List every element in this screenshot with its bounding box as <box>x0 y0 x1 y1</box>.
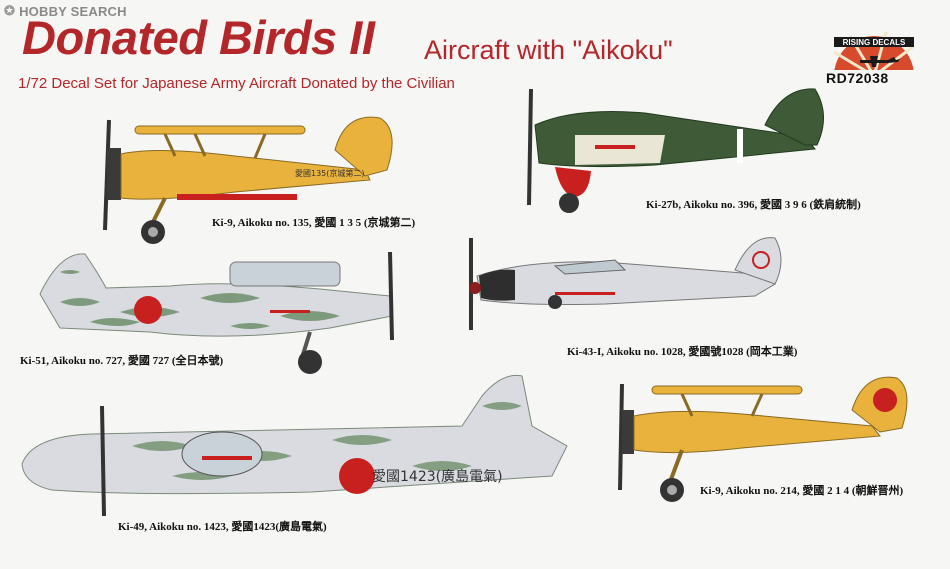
rising-decals-logo: RISING DECALS <box>833 32 915 70</box>
ki9-135-illustration: 愛國135(京城第二) <box>103 116 393 244</box>
ki51-727-illustration <box>39 251 394 374</box>
product-code: RD72038 <box>826 70 889 86</box>
fuselage-marking-1423: 愛國1423(廣島電氣) <box>372 468 503 485</box>
ki49-1423-illustration: 愛國1423(廣島電氣) <box>21 374 568 517</box>
fuselage-marking-135: 愛國135(京城第二) <box>295 168 365 178</box>
product-description: 1/72 Decal Set for Japanese Army Aircraf… <box>18 75 455 92</box>
page-subtitle: Aircraft with "Aikoku" <box>424 35 673 65</box>
ki9-214-illustration <box>618 376 908 502</box>
caption-ki9-214: Ki-9, Aikoku no. 214, 愛國 2 1 4 (朝鮮晋州) <box>700 485 904 497</box>
caption-ki51-727: Ki-51, Aikoku no. 727, 愛國 727 (全日本號) <box>20 355 224 367</box>
logo-text: RISING DECALS <box>843 38 906 47</box>
caption-ki9-135: Ki-9, Aikoku no. 135, 愛國 1 3 5 (京城第二) <box>212 217 416 229</box>
ki27b-396-illustration <box>527 88 824 213</box>
caption-ki43-1028: Ki-43-I, Aikoku no. 1028, 愛國號1028 (岡本工業) <box>567 346 798 358</box>
star-icon: ✪ <box>4 3 16 18</box>
caption-ki27b-396: Ki-27b, Aikoku no. 396, 愛國 3 9 6 (鉄肩統制) <box>646 199 861 211</box>
ki43-1028-illustration <box>469 237 782 330</box>
hobby-search-watermark: ✪ HOBBY SEARCH <box>4 3 127 19</box>
watermark-text: HOBBY SEARCH <box>19 3 127 19</box>
page-title: Donated Birds II <box>22 11 375 64</box>
caption-ki49-1423: Ki-49, Aikoku no. 1423, 愛國1423(廣島電氣) <box>118 521 327 533</box>
